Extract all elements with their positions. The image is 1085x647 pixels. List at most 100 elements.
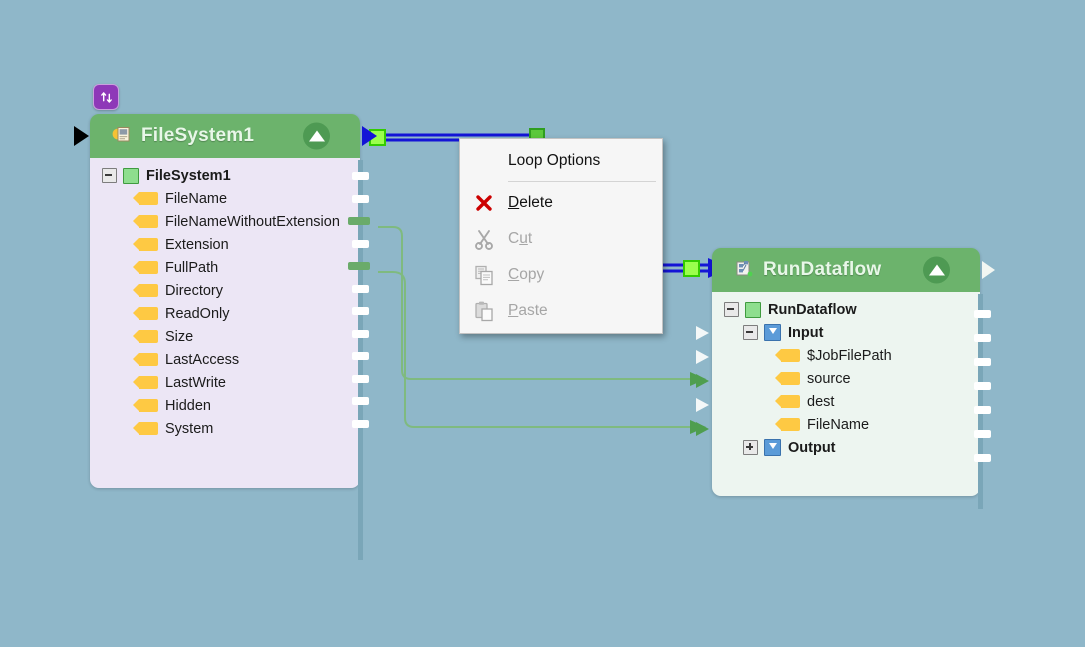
wire-handle-end[interactable] (683, 260, 700, 277)
yellow-field-icon (133, 192, 158, 205)
tree-row[interactable]: $JobFilePath (712, 344, 980, 367)
tree-row-label: System (165, 420, 214, 437)
input-arrow-connected[interactable] (696, 422, 709, 436)
menu-item-label: Delete (508, 194, 553, 211)
red-x-icon (472, 191, 496, 215)
port-stub-open[interactable] (974, 430, 991, 438)
tree-row[interactable]: Extension (90, 233, 360, 256)
tree-row-label: FileNameWithoutExtension (165, 213, 340, 230)
tree-row[interactable]: FileName (90, 187, 360, 210)
rundataflow-header[interactable]: RunDataflow (712, 248, 995, 292)
tree-row[interactable]: Input (712, 321, 980, 344)
tree-row[interactable]: Output (712, 436, 980, 459)
filesystem1-output-port-triangle[interactable] (362, 126, 377, 146)
tree-row[interactable]: RunDataflow (712, 298, 980, 321)
triangle-up-icon (308, 130, 325, 142)
tree-row-label: source (807, 370, 851, 387)
tree-row-label: FullPath (165, 259, 219, 276)
port-stub-open[interactable] (974, 454, 991, 462)
yellow-field-icon (133, 307, 158, 320)
tree-row[interactable]: LastWrite (90, 371, 360, 394)
tree-row-label: FileName (165, 190, 228, 207)
collapse-minus-icon[interactable] (743, 325, 758, 340)
filesystem1-port-rail (358, 160, 363, 560)
port-stub-open[interactable] (352, 419, 369, 428)
port-stub-open[interactable] (352, 307, 369, 315)
tree-row[interactable]: Hidden (90, 394, 360, 417)
filesystem1-input-port-triangle[interactable] (74, 126, 89, 146)
tree-row-label: $JobFilePath (807, 347, 892, 364)
port-stub-open[interactable] (974, 334, 991, 342)
tree-row-label: Size (165, 328, 194, 345)
port-stub-open[interactable] (352, 194, 369, 203)
port-stub-open[interactable] (974, 382, 991, 390)
port-stub-open[interactable] (352, 284, 369, 293)
port-stub-open[interactable] (974, 406, 991, 414)
tree-row[interactable]: FileName (712, 413, 980, 436)
tree-row-label: Output (788, 439, 836, 456)
yellow-field-icon (133, 376, 158, 389)
tree-row[interactable]: FileSystem1 (90, 164, 360, 187)
expand-plus-icon[interactable] (743, 440, 758, 455)
tree-row[interactable]: dest (712, 390, 980, 413)
triangle-up-icon (928, 264, 945, 276)
port-stub-connected[interactable] (348, 217, 370, 225)
filesystem1-collapse-button[interactable] (303, 122, 330, 150)
tree-row-label: Extension (165, 236, 229, 253)
menu-item-cut: Cut (460, 221, 662, 257)
green-square-icon (745, 301, 761, 318)
filesystem1-title: FileSystem1 (141, 125, 255, 146)
port-stub-open[interactable] (352, 172, 369, 180)
tree-row[interactable]: source (712, 367, 980, 390)
port-stub-open[interactable] (352, 352, 369, 360)
port-stub-connected[interactable] (348, 262, 370, 270)
input-arrow-open[interactable] (696, 326, 709, 340)
loop-indicator-badge[interactable] (93, 84, 119, 110)
menu-item-label: Copy (508, 266, 545, 283)
tree-row-label: RunDataflow (768, 301, 857, 318)
tree-row[interactable]: LastAccess (90, 348, 360, 371)
menu-item-delete[interactable]: Delete (460, 185, 662, 221)
port-stub-open[interactable] (352, 329, 369, 338)
port-stub-open[interactable] (352, 374, 369, 383)
tree-row-label: ReadOnly (165, 305, 230, 322)
port-stub-open[interactable] (352, 239, 369, 248)
yellow-field-icon (133, 330, 158, 343)
rundataflow-port-rail (978, 294, 983, 509)
loop-refresh-icon (100, 91, 112, 103)
yellow-field-icon (775, 395, 800, 408)
blue-down-square-icon (764, 439, 781, 456)
input-arrow-connected[interactable] (696, 374, 709, 388)
rundataflow-output-port-triangle[interactable] (982, 261, 995, 279)
green-square-icon (123, 167, 139, 184)
tree-row-label: FileName (807, 416, 870, 433)
dataflow-process-icon (734, 258, 754, 283)
yellow-field-icon (775, 372, 800, 385)
filesystem1-header[interactable]: FileSystem1 (74, 114, 377, 158)
menu-item-paste: Paste (460, 293, 662, 329)
collapse-minus-icon[interactable] (102, 168, 117, 183)
rundataflow-collapse-button[interactable] (923, 256, 950, 284)
input-arrow-open[interactable] (696, 398, 709, 412)
port-stub-open[interactable] (974, 358, 991, 366)
tree-row[interactable]: Directory (90, 279, 360, 302)
tree-row[interactable]: System (90, 417, 360, 440)
yellow-field-icon (133, 261, 158, 274)
collapse-minus-icon[interactable] (724, 302, 739, 317)
port-stub-open[interactable] (974, 310, 991, 318)
tree-row-label: FileSystem1 (146, 167, 231, 184)
input-arrow-open[interactable] (696, 350, 709, 364)
tree-row[interactable]: FullPath (90, 256, 360, 279)
file-document-icon (112, 124, 132, 149)
port-stub-open[interactable] (352, 397, 369, 405)
tree-row[interactable]: ReadOnly (90, 302, 360, 325)
tree-row[interactable]: FileNameWithoutExtension (90, 210, 360, 233)
menu-item-copy: Copy (460, 257, 662, 293)
yellow-field-icon (133, 238, 158, 251)
tree-row[interactable]: Size (90, 325, 360, 348)
